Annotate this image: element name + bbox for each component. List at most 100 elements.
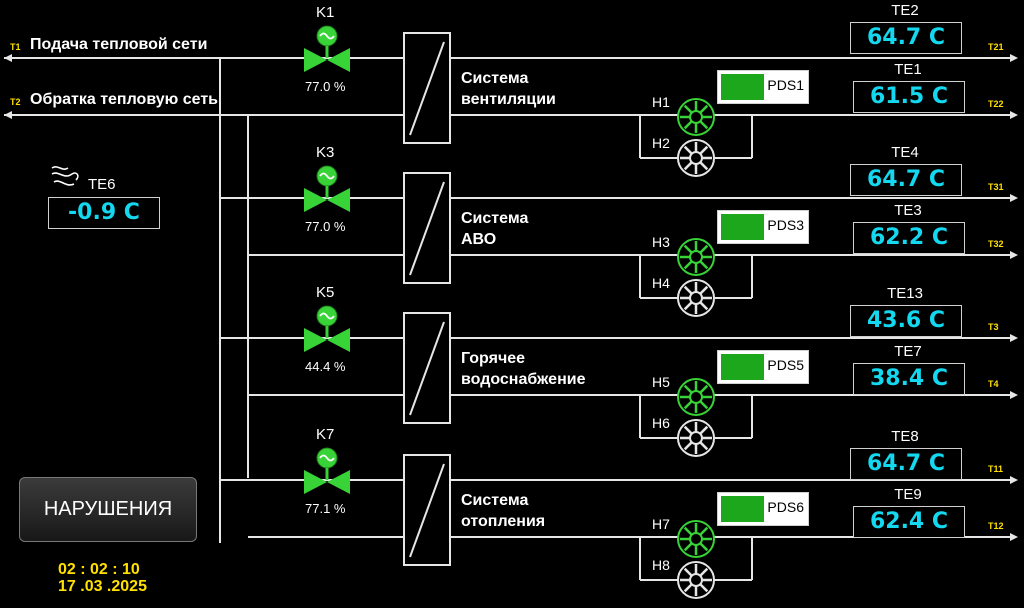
temp-readout-te13[interactable]: 43.6 C	[850, 305, 962, 337]
system-label-line1: Система	[461, 70, 529, 87]
pipe-tag: T21	[988, 42, 1004, 52]
return-line-label: Обратка тепловую сеть	[30, 91, 219, 108]
system-label-line2: вентиляции	[461, 91, 556, 108]
valve-name: K3	[316, 144, 335, 161]
clock-time: 02 : 02 : 10	[58, 561, 140, 578]
pressure-switch-pds5[interactable]: PDS5	[717, 350, 809, 384]
pump-h6[interactable]	[676, 418, 716, 458]
return-line-tag: T2	[10, 97, 21, 107]
valve-k7[interactable]	[300, 444, 354, 498]
sensor-name: TE4	[891, 144, 919, 161]
system-label-clip: отопления	[461, 513, 597, 531]
temp-readout-te4[interactable]: 64.7 C	[850, 164, 962, 196]
temp-readout-te9[interactable]: 62.4 C	[853, 506, 965, 538]
pds-level-bar	[721, 354, 764, 380]
pressure-switch-pds1[interactable]: PDS1	[717, 70, 809, 104]
valve-icon	[304, 305, 350, 352]
system-label-line1: Система	[461, 492, 529, 509]
temp-readout-te3[interactable]: 62.2 C	[853, 222, 965, 254]
branch-supply-arrow	[1010, 334, 1018, 342]
valve-k5[interactable]	[300, 302, 354, 356]
valve-icon	[304, 25, 350, 72]
valve-position: 77.0 %	[305, 79, 346, 94]
supply-line-label: Подача тепловой сети	[30, 36, 208, 53]
pump-icon	[677, 419, 715, 457]
pipe-tag: T4	[988, 379, 999, 389]
sensor-name: TE13	[887, 285, 923, 302]
heat-exchanger	[403, 172, 451, 284]
system-label-clip: вентиляции	[461, 91, 597, 109]
pump-h2[interactable]	[676, 138, 716, 178]
pump-h5[interactable]	[676, 377, 716, 417]
branch-return-arrow	[1010, 111, 1018, 119]
pump-label: H4	[652, 275, 670, 291]
pipe-tag: T32	[988, 239, 1004, 249]
pump-h8[interactable]	[676, 560, 716, 600]
alarms-button[interactable]: НАРУШЕНИЯ	[19, 477, 197, 542]
pds-name: PDS6	[767, 499, 804, 515]
branch-supply-arrow	[1010, 54, 1018, 62]
heat-exchanger-diagonal	[409, 321, 445, 416]
pump-icon	[677, 98, 715, 136]
valve-name: K1	[316, 4, 335, 21]
pump-label: H8	[652, 557, 670, 573]
temp-readout-te2[interactable]: 64.7 C	[850, 22, 962, 54]
clock-date: 17 .03 .2025	[58, 578, 147, 595]
valve-position: 77.1 %	[305, 501, 346, 516]
pipe-tag: T31	[988, 182, 1004, 192]
pump-label: H1	[652, 94, 670, 110]
pds-name: PDS5	[767, 357, 804, 373]
system-label-clip: водоснабжение	[461, 371, 597, 389]
pipe-tag: T11	[988, 464, 1004, 474]
pressure-switch-pds3[interactable]: PDS3	[717, 210, 809, 244]
return-arrow	[4, 111, 12, 119]
temp-readout-te1[interactable]: 61.5 C	[853, 81, 965, 113]
valve-name: K5	[316, 284, 335, 301]
pump-icon	[677, 561, 715, 599]
pump-h4[interactable]	[676, 278, 716, 318]
system-label-line1: Система	[461, 210, 529, 227]
valve-name: K7	[316, 426, 335, 443]
pressure-switch-pds6[interactable]: PDS6	[717, 492, 809, 526]
return-line-label-clip: Обратка тепловую сеть	[30, 91, 238, 109]
pump-h7[interactable]	[676, 519, 716, 559]
pipe-tag: T12	[988, 521, 1004, 531]
pump-icon	[677, 279, 715, 317]
pump-label: H3	[652, 234, 670, 250]
temp-readout-te7[interactable]: 38.4 C	[853, 363, 965, 395]
pump-icon	[677, 378, 715, 416]
branch-supply-arrow	[1010, 194, 1018, 202]
pipe-tag: T3	[988, 322, 999, 332]
pump-icon	[677, 238, 715, 276]
valve-icon	[304, 165, 350, 212]
pipe-tag: T22	[988, 99, 1004, 109]
system-label-line2: водоснабжение	[461, 371, 586, 388]
system-label-line2: АВО	[461, 231, 497, 248]
branch-return-arrow	[1010, 533, 1018, 541]
pump-label: H5	[652, 374, 670, 390]
pds-level-bar	[721, 74, 764, 100]
pump-h3[interactable]	[676, 237, 716, 277]
valve-icon	[304, 447, 350, 494]
supply-line-tag: T1	[10, 42, 21, 52]
branch-supply-arrow	[1010, 476, 1018, 484]
temp-readout-te8[interactable]: 64.7 C	[850, 448, 962, 480]
branch-return-arrow	[1010, 251, 1018, 259]
pump-icon	[677, 520, 715, 558]
pump-h1[interactable]	[676, 97, 716, 137]
pump-icon	[677, 139, 715, 177]
system-label-line1: Горячее	[461, 350, 526, 367]
sensor-name: TE8	[891, 428, 919, 445]
pump-label: H7	[652, 516, 670, 532]
sensor-name: TE3	[894, 202, 922, 219]
system-label-clip: АВО	[461, 231, 597, 249]
sensor-name: TE1	[894, 61, 922, 78]
pds-level-bar	[721, 214, 764, 240]
outdoor-temp-readout[interactable]: -0.9 C	[48, 197, 160, 229]
valve-k3[interactable]	[300, 162, 354, 216]
heat-exchanger-diagonal	[409, 41, 445, 136]
valve-k1[interactable]	[300, 22, 354, 76]
supply-arrow	[4, 54, 12, 62]
